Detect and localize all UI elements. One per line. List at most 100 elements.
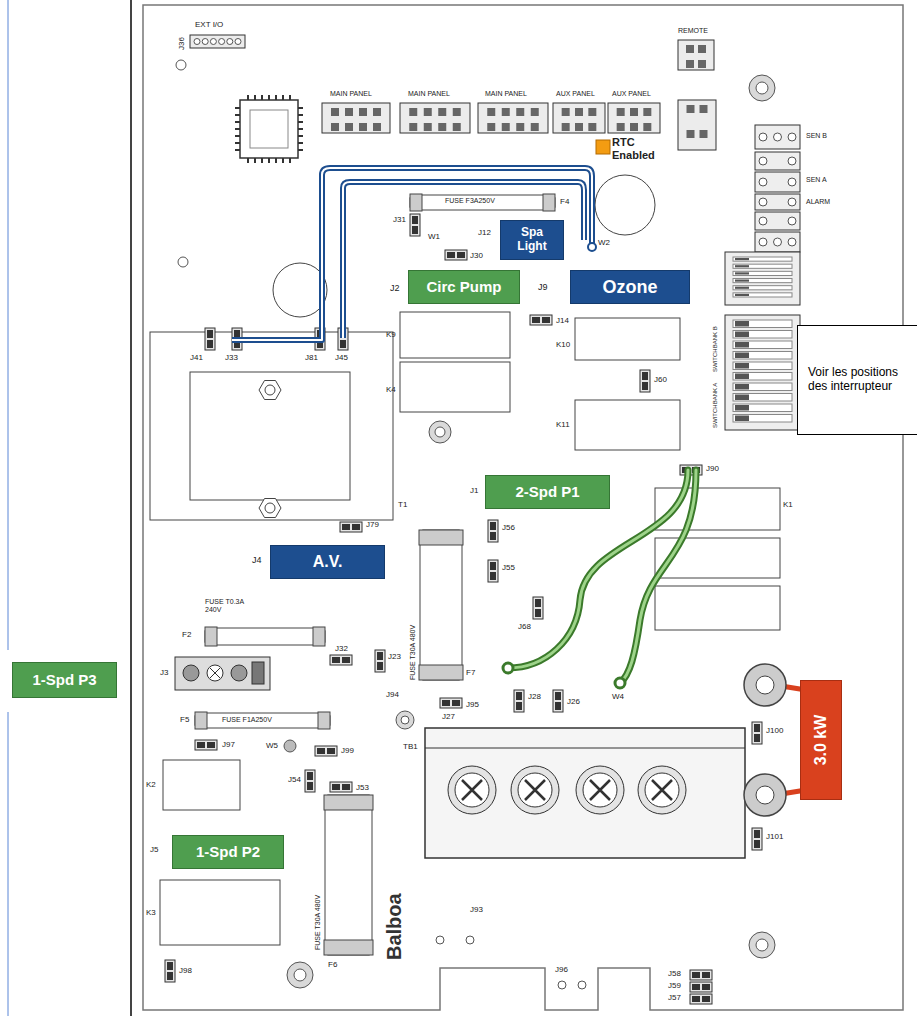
- connector-pin: [643, 108, 651, 116]
- jumper: [752, 828, 762, 850]
- part-label: J54: [288, 775, 301, 784]
- heater-post: [756, 676, 774, 694]
- connector-pin: [588, 123, 596, 131]
- connector-pin: [202, 39, 208, 45]
- part-label: J30: [470, 251, 483, 260]
- jumper-pin: [754, 724, 760, 732]
- dip-switch: [733, 415, 792, 423]
- margin-rule: [8, 712, 9, 1016]
- connector-pin: [698, 60, 706, 68]
- part-label: F6: [328, 960, 337, 969]
- part-label: W2: [598, 238, 610, 247]
- connector-pin: [759, 238, 767, 246]
- part-label: J36: [177, 37, 186, 50]
- part-label: EXT I/O: [195, 20, 223, 29]
- part-label: K3: [146, 908, 156, 917]
- dip-switch-knob: [735, 265, 749, 267]
- jumper-pin: [692, 996, 700, 1002]
- dip-switch: [733, 293, 792, 297]
- wire-end: [615, 678, 625, 688]
- part-label: J99: [341, 746, 354, 755]
- output-tag: 1-Spd P2: [172, 835, 284, 869]
- blue-wire: [343, 182, 584, 338]
- connector-pin: [210, 39, 216, 45]
- connector-pin: [331, 123, 339, 131]
- via-hole: [558, 981, 566, 989]
- mounting-hole: [396, 711, 414, 729]
- jumper-pin: [535, 599, 541, 607]
- dip-switch-knob: [735, 363, 749, 369]
- jumper-pin: [642, 382, 648, 390]
- jumper-pin: [307, 782, 313, 790]
- jumper-pin: [702, 996, 710, 1002]
- fuse-cap: [419, 665, 463, 680]
- capacitor-outline: [273, 263, 327, 317]
- mounting-hole: [401, 716, 409, 724]
- mounting-hole: [176, 60, 186, 70]
- part-label: K10: [556, 340, 570, 349]
- part-label: W5: [266, 741, 278, 750]
- dip-switch: [733, 286, 792, 290]
- connector-pin: [617, 108, 625, 116]
- fuse-body: [195, 713, 330, 728]
- jumper: [195, 740, 217, 750]
- panel-connector: [678, 100, 716, 150]
- part-label: FUSE T30A 480V: [314, 895, 322, 950]
- via-hole: [466, 936, 474, 944]
- green-wire-core: [620, 470, 696, 683]
- jumper: [205, 328, 215, 350]
- mounting-hole: [749, 75, 775, 101]
- dip-switch: [733, 394, 792, 402]
- part-label: J79: [366, 520, 379, 529]
- panel-connector: [678, 40, 714, 70]
- jumper-pin: [412, 216, 418, 224]
- connector-pin: [687, 130, 695, 138]
- connector-pin: [700, 130, 708, 138]
- connector-pin: [788, 133, 796, 141]
- tag-text: Ozone: [602, 277, 657, 298]
- connector-pin: [630, 123, 638, 131]
- connector-pin: [531, 123, 539, 131]
- part-label: AUX PANEL: [556, 90, 595, 98]
- mounting-hole: [756, 82, 768, 94]
- jumper: [530, 315, 552, 325]
- connector-pin: [424, 123, 432, 131]
- jumper-pin: [516, 702, 522, 710]
- jumper-pin: [555, 692, 561, 700]
- part-label: J97: [222, 740, 235, 749]
- jumper-pin: [754, 830, 760, 838]
- jumper-pin: [332, 657, 340, 663]
- part-label: ALARM: [806, 198, 830, 206]
- jumper-pin: [535, 609, 541, 617]
- dip-switch-bank: [725, 252, 800, 305]
- panel-connector: [608, 103, 660, 133]
- dip-switch-knob: [735, 416, 749, 422]
- dip-switch-knob: [735, 258, 749, 260]
- part-label: F2: [182, 630, 191, 639]
- part-label: SEN B: [806, 132, 827, 140]
- note-box: Voir les positions des interrupteur: [797, 325, 917, 435]
- dip-switch: [733, 404, 792, 412]
- part-label: J41: [190, 353, 203, 362]
- dip-switch-knob: [735, 272, 749, 274]
- relay-body: [575, 318, 680, 360]
- part-label: J95: [466, 700, 479, 709]
- connector-pin: [235, 39, 241, 45]
- dip-switch-bank: [725, 315, 800, 430]
- connector-pin: [759, 157, 767, 165]
- connector-pin: [759, 133, 767, 141]
- fuse-cap: [410, 194, 422, 211]
- via-hole: [578, 981, 586, 989]
- connector-pin: [409, 123, 417, 131]
- part-label: W4: [612, 692, 624, 701]
- jumper: [690, 982, 712, 992]
- connector-pin: [531, 108, 539, 116]
- mounting-hole: [429, 421, 451, 443]
- connector-pin: [617, 123, 625, 131]
- tag-text: A.V.: [313, 553, 343, 571]
- connector-pin: [516, 123, 524, 131]
- part-label: J56: [502, 523, 515, 532]
- dip-switch-knob: [735, 353, 749, 359]
- part-label: SWITCHBANK A: [712, 383, 719, 428]
- dip-switch: [733, 320, 792, 328]
